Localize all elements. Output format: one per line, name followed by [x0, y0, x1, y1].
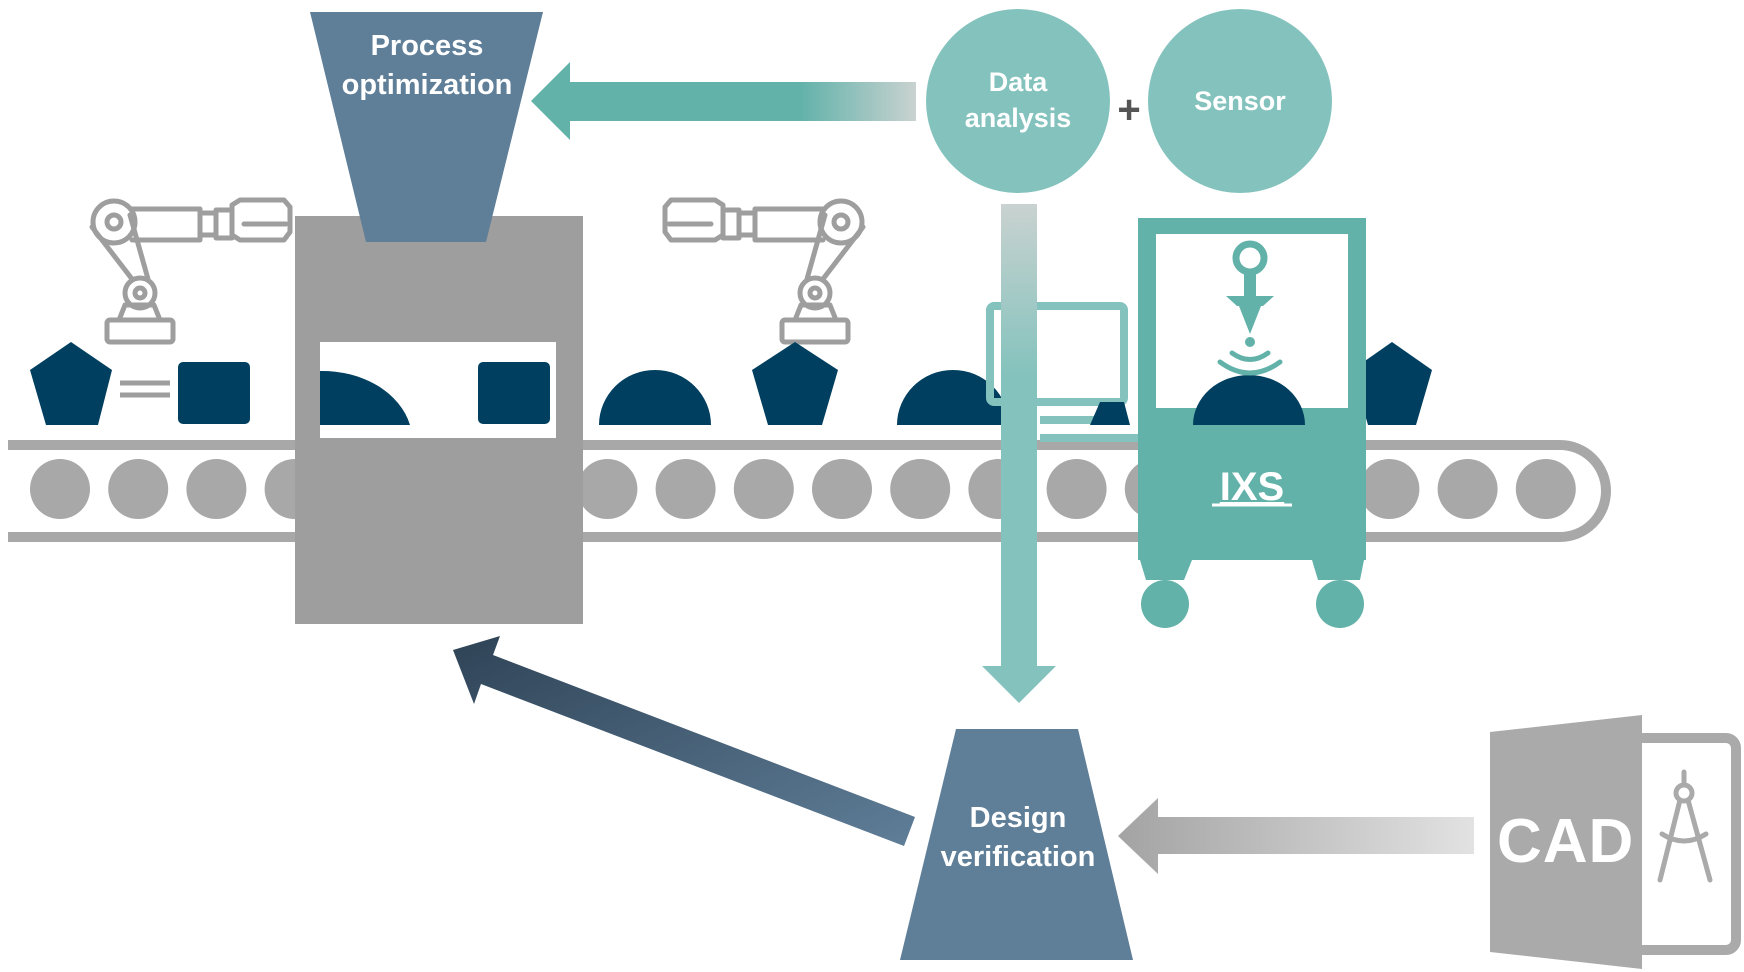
robot-arm-icon [89, 197, 293, 345]
data-analysis-label-line2: analysis [965, 103, 1072, 133]
drafting-compass-icon [1657, 769, 1713, 883]
design-verification-label-line1: Design [970, 802, 1067, 834]
cad-file-icon [1490, 715, 1741, 969]
sensor-circle [1148, 9, 1332, 193]
conveyor-roller [1437, 459, 1498, 519]
process-optimization-label-line1: Process [371, 30, 484, 62]
conveyor-roller [1515, 459, 1576, 519]
square-part [178, 362, 250, 424]
conveyor-roller [186, 459, 247, 519]
conveyor-roller [1046, 459, 1107, 519]
conveyor-roller [577, 459, 638, 519]
data-analysis-label-line1: Data [989, 67, 1049, 97]
conveyor-belt [8, 440, 1611, 542]
dome-part [599, 370, 711, 425]
conveyor-roller [1359, 459, 1420, 519]
design-verification-label-line2: verification [941, 841, 1096, 873]
arrow-data-to-design [982, 204, 1056, 703]
process-optimization-label-line2: optimization [342, 69, 513, 101]
square-part [478, 362, 550, 424]
conveyor-roller [812, 459, 872, 519]
arrow-cad-to-design [1118, 798, 1474, 874]
robot-arm-icon [662, 197, 866, 345]
conveyor-roller [108, 459, 169, 519]
ixs-label: IXS [1220, 465, 1284, 509]
monitor-icon [986, 302, 1140, 442]
conveyor-roller [733, 459, 794, 519]
process-optimization-funnel [310, 12, 543, 242]
arrow-data-to-process [531, 62, 916, 140]
sensor-label: Sensor [1194, 86, 1286, 116]
design-verification-trapezoid [900, 729, 1133, 960]
conveyor-roller [655, 459, 716, 519]
pentagon-part [1352, 342, 1432, 425]
arrow-design-to-machine [453, 636, 915, 846]
dome-part [320, 370, 410, 425]
ixs-inspection-cabinet [1138, 218, 1366, 628]
pentagon-part [752, 342, 838, 425]
cad-label: CAD [1497, 807, 1634, 876]
conveyor-roller [890, 459, 951, 519]
dome-part [897, 370, 1009, 425]
data-analysis-circle [926, 9, 1110, 193]
pentagon-part [30, 342, 112, 425]
monitor-part-shadow [1090, 402, 1130, 425]
conveyor-roller [30, 459, 90, 519]
plus-sign: + [1117, 88, 1140, 132]
robot-gripper-rods [120, 380, 170, 398]
probe-icon [1217, 240, 1283, 376]
